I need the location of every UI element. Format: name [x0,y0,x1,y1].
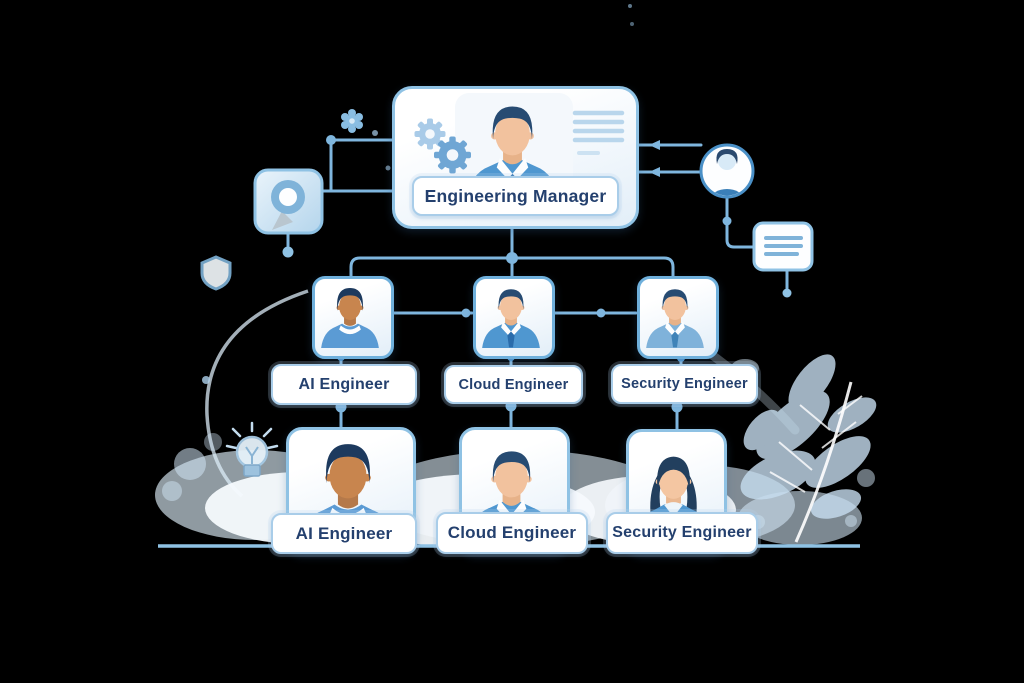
shield-icon [200,255,232,291]
avatar-cloud-engineer-mid [478,282,544,348]
mid-label-ai: AI Engineer [271,364,417,405]
avatar-ai-engineer-mid [317,282,383,348]
avatar-security-engineer-mid [642,282,708,348]
mid-label-security-text: Security Engineer [621,376,748,392]
right-circuit [632,140,792,298]
bottom-label-security-text: Security Engineer [612,524,752,541]
manager-label-text: Engineering Manager [424,185,607,206]
mid-card-ai [312,276,394,359]
bottom-label-security: Security Engineer [606,512,758,554]
feather-plant [740,354,877,543]
user-circle-icon [699,143,755,199]
mid-label-cloud: Cloud Engineer [444,365,583,404]
mid-label-cloud-text: Cloud Engineer [458,376,569,393]
mid-label-security: Security Engineer [611,364,758,404]
lightbulb-icon [225,421,279,477]
sparkle-gear-icon [341,109,363,133]
bottom-label-ai: AI Engineer [271,513,417,554]
mid-card-security [637,276,719,359]
bottom-label-cloud-text: Cloud Engineer [447,523,577,542]
notes-icon [752,221,814,272]
mid-label-ai-text: AI Engineer [298,375,390,393]
magnifier-icon [253,168,324,235]
circuit-lines [282,4,634,258]
text-lines-icon [572,110,625,155]
manager-label: Engineering Manager [412,176,619,216]
mid-card-cloud [473,276,555,359]
gears-icon [414,118,471,174]
bottom-label-cloud: Cloud Engineer [436,512,588,554]
bottom-label-ai-text: AI Engineer [295,523,393,543]
